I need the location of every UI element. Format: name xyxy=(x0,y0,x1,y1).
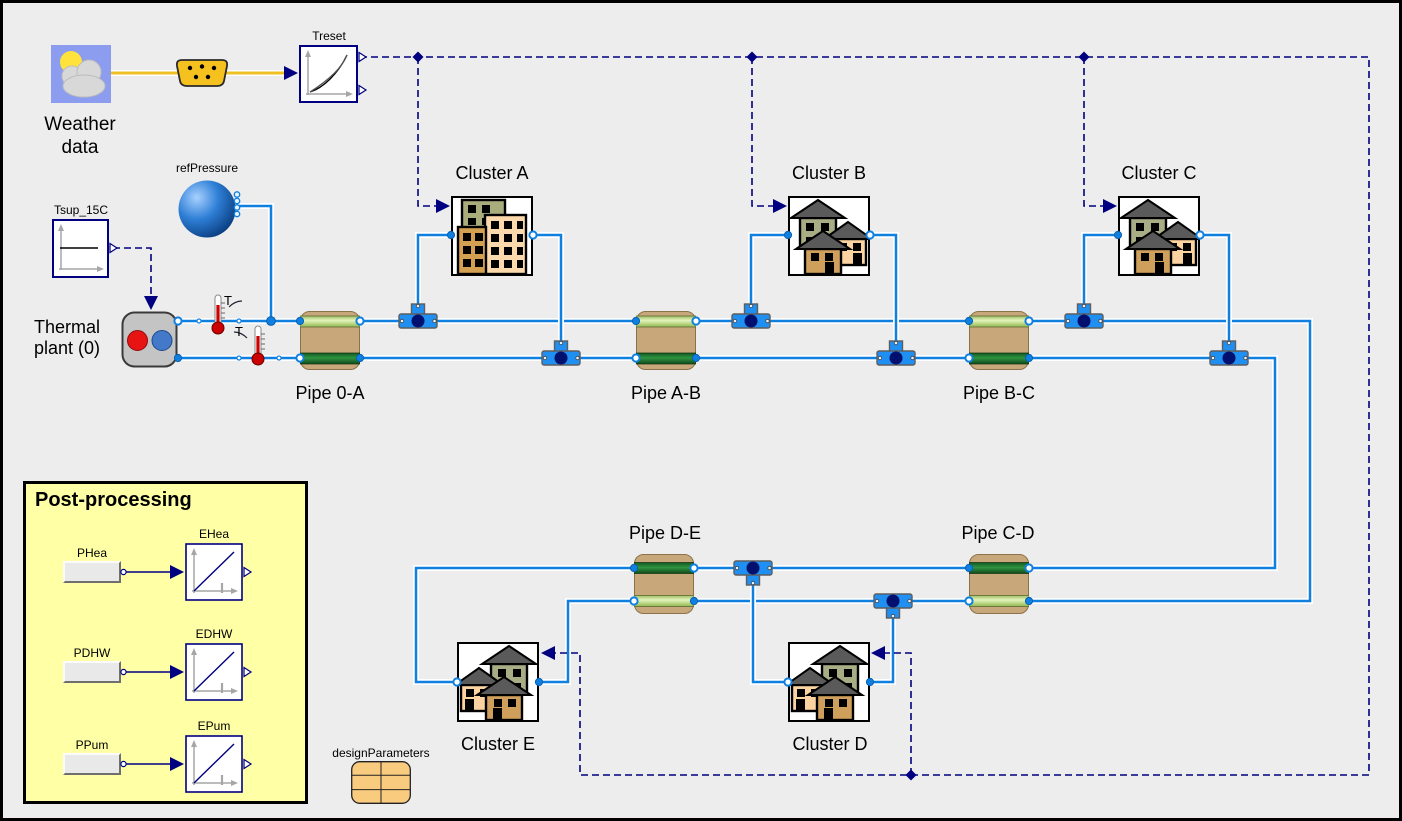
return-line xyxy=(178,355,1278,685)
cluster-D-icon[interactable] xyxy=(788,642,870,722)
return-temp-sensor[interactable] xyxy=(233,324,272,370)
return-sensor-label: T xyxy=(235,324,243,339)
cluster-C-label: Cluster C xyxy=(1121,163,1197,183)
pipe-BC-label: Pipe B-C xyxy=(962,383,1036,403)
branch-lines xyxy=(239,203,1232,685)
weather-bus-connector[interactable] xyxy=(175,59,229,87)
design-parameters-table[interactable] xyxy=(351,761,411,804)
pdhw-label: PDHW xyxy=(73,646,111,660)
tee-junction-return-C[interactable] xyxy=(1209,340,1249,374)
phea-expression-block[interactable] xyxy=(63,561,121,583)
supply-temp-sensor[interactable] xyxy=(204,293,243,339)
epum-label: EPum xyxy=(197,719,231,733)
supply-line xyxy=(178,318,1313,685)
pipe-0A-icon[interactable] xyxy=(300,311,360,370)
phea-label: PHea xyxy=(76,546,108,560)
cluster-A-label: Cluster A xyxy=(455,163,529,183)
post-processing-title: Post-processing xyxy=(35,489,192,511)
ehea-label: EHea xyxy=(198,527,230,541)
design-parameters-label: designParameters xyxy=(332,746,430,760)
cluster-D-label: Cluster D xyxy=(792,734,868,754)
cloud-icon xyxy=(61,59,106,98)
fluid-ports-ring xyxy=(173,230,1205,687)
ref-pressure-label: refPressure xyxy=(175,161,239,175)
ehea-integrator-block[interactable] xyxy=(185,543,243,601)
pipe-AB-label: Pipe A-B xyxy=(630,383,702,403)
pipe-DE-label: Pipe D-E xyxy=(628,523,702,543)
pdhw-expression-block[interactable] xyxy=(63,661,121,683)
pipe-BC-icon[interactable] xyxy=(969,311,1029,370)
edhw-label: EDHW xyxy=(195,627,233,641)
pipe-CD-icon[interactable] xyxy=(969,554,1029,614)
pipe-0A-label: Pipe 0-A xyxy=(295,383,365,403)
ppum-expression-block[interactable] xyxy=(63,753,121,775)
cluster-E-icon[interactable] xyxy=(457,642,539,722)
edhw-integrator-block[interactable] xyxy=(185,643,243,701)
pipe-AB-icon[interactable] xyxy=(636,311,696,370)
tee-junction-return-D[interactable] xyxy=(733,552,773,586)
tee-junction-supply-D[interactable] xyxy=(873,585,913,619)
fluid-ports-solid xyxy=(173,230,1123,687)
hot-circle xyxy=(127,330,148,351)
tsup-label: Tsup_15C xyxy=(53,203,109,217)
cold-circle xyxy=(151,330,173,351)
cluster-C-icon[interactable] xyxy=(1118,196,1200,276)
weather-data-icon[interactable] xyxy=(51,45,111,103)
tsup-block[interactable] xyxy=(52,219,109,278)
tee-junction-supply-A[interactable] xyxy=(398,303,438,337)
cluster-E-label: Cluster E xyxy=(460,734,536,754)
tee-junction-supply-B[interactable] xyxy=(731,303,771,337)
treset-block[interactable] xyxy=(299,45,358,103)
treset-label: Treset xyxy=(312,29,346,43)
pipe-DE-icon[interactable] xyxy=(634,554,694,614)
thermal-plant-label: Thermal plant (0) xyxy=(34,317,101,358)
ref-pressure-sphere[interactable] xyxy=(178,180,236,238)
cluster-B-label: Cluster B xyxy=(791,163,867,183)
pipe-CD-label: Pipe C-D xyxy=(961,523,1035,543)
epum-integrator-block[interactable] xyxy=(185,735,243,793)
thermal-plant-block[interactable] xyxy=(121,311,178,368)
weather-data-label: Weather data xyxy=(44,114,116,158)
tee-junction-supply-C[interactable] xyxy=(1064,303,1104,337)
tee-junction-return-B[interactable] xyxy=(876,340,916,374)
cluster-B-icon[interactable] xyxy=(788,196,870,276)
cluster-A-icon[interactable] xyxy=(451,196,533,276)
supply-sensor-label: T xyxy=(224,293,232,308)
tee-junction-return-A[interactable] xyxy=(541,340,581,374)
ppum-label: PPum xyxy=(75,738,109,752)
